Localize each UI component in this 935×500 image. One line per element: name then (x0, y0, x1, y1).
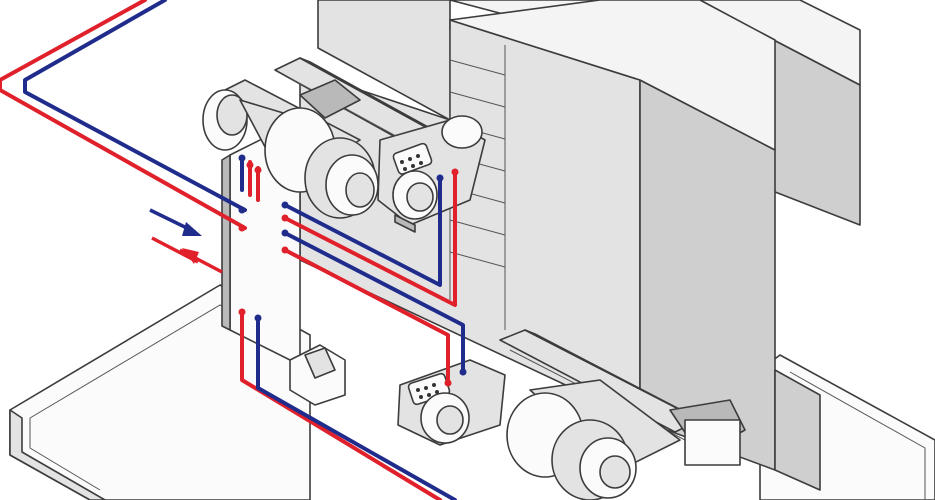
pipe-connector-dot (281, 214, 289, 222)
pipe-connector-dot (459, 368, 467, 376)
lower-tool-turret (397, 359, 506, 446)
inflow-arrow (149, 208, 202, 236)
pipe-connector-dot (238, 154, 246, 162)
lower-bracket (289, 344, 346, 406)
drain-supply-line (240, 310, 442, 500)
pipe-connector-dot (238, 224, 246, 232)
return-feed-line (23, 0, 247, 212)
pipe-connector-dot (238, 308, 246, 316)
upper-turret-supply-line (283, 170, 457, 307)
pipe-connector-dot (436, 174, 444, 182)
pipe-connector-dot (246, 161, 254, 169)
pipe-connector-dot (281, 246, 289, 254)
pipe-connector-dot (444, 379, 452, 387)
upper-guide-rail (274, 57, 449, 153)
pipe-connector-dot (451, 168, 459, 176)
upper-tool-turret (377, 115, 486, 233)
upper-spindle-motor (202, 79, 379, 219)
pipe-connector-dot (254, 166, 262, 174)
drain-return-line (256, 316, 457, 500)
pipe-connector-dot (281, 201, 289, 209)
outflow-arrow (151, 236, 223, 274)
pipe-connector-dot (281, 229, 289, 237)
coolant-pipes (0, 0, 467, 500)
supply-feed-line (0, 0, 247, 230)
pipe-connector-dot (238, 206, 246, 214)
upper-turret-return-line (283, 176, 442, 287)
pipe-connector-dot (254, 314, 262, 322)
lower-spindle-motor (506, 379, 746, 500)
lower-turret-supply-line (283, 248, 450, 385)
lower-turret-return-line (283, 231, 465, 374)
